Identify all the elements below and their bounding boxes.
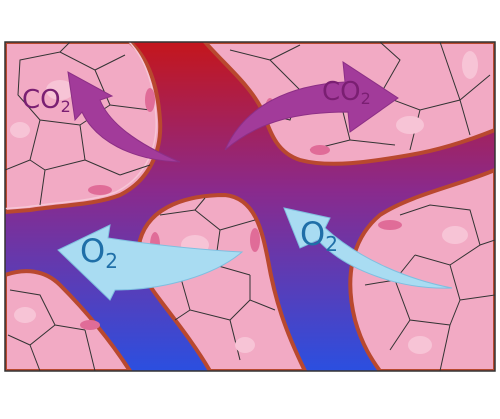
diagram-frame bbox=[4, 41, 496, 372]
co2-arrow-right bbox=[224, 61, 399, 151]
tissue-top-left bbox=[5, 42, 163, 215]
o2-label-left: O2 bbox=[80, 232, 118, 273]
tissue-bottom-left bbox=[5, 269, 133, 371]
o2-arrow-right bbox=[283, 207, 453, 289]
o2-label-right: O2 bbox=[300, 215, 338, 256]
co2-arrow-left bbox=[67, 71, 181, 163]
co2-label-left: CO2 bbox=[22, 85, 71, 116]
o2-arrow-left bbox=[57, 224, 244, 301]
co2-label-right: CO2 bbox=[322, 77, 371, 108]
